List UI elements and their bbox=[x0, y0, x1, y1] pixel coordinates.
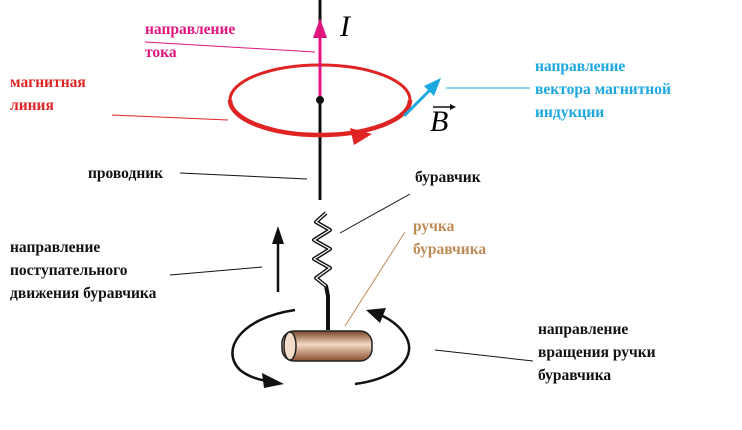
label-magnetic-line: магнитная линия bbox=[10, 71, 86, 117]
current-arrowhead bbox=[313, 18, 327, 38]
gimlet-leader-line bbox=[339, 193, 411, 234]
label-line: буравчика bbox=[413, 241, 487, 258]
label-conductor: проводник bbox=[88, 165, 164, 182]
magnetic-field-line-front bbox=[227, 99, 413, 138]
label-gimlet-handle: ручка буравчика bbox=[413, 215, 486, 261]
label-translation-direction: направление поступательного движения бур… bbox=[10, 236, 156, 305]
label-line: направление bbox=[535, 58, 626, 75]
label-line: направление bbox=[145, 21, 236, 38]
label-rotation-direction: направление вращения ручки буравчика bbox=[538, 318, 656, 387]
label-line: линия bbox=[10, 97, 54, 114]
conductor-leader-line bbox=[179, 172, 308, 180]
wire-point bbox=[316, 96, 324, 104]
label-line: тока bbox=[145, 44, 177, 61]
induction-vector-arrowhead bbox=[424, 78, 441, 96]
translation-leader-line bbox=[169, 266, 263, 276]
translation-arrowhead bbox=[272, 226, 284, 244]
label-line: индукции bbox=[535, 104, 605, 121]
gimlet-handle bbox=[281, 330, 373, 362]
gimlet-spiral bbox=[312, 211, 332, 330]
label-line: вращения ручки bbox=[538, 344, 656, 361]
label-line: магнитная bbox=[10, 74, 86, 91]
label-induction-direction: направление вектора магнитной индукции bbox=[535, 55, 671, 124]
rotation-leader-line bbox=[434, 349, 534, 362]
rotation-arrow-left bbox=[231, 308, 296, 384]
label-line: направление bbox=[538, 321, 629, 338]
label-line: поступательного bbox=[10, 262, 128, 279]
induction-symbol: B bbox=[430, 105, 449, 138]
label-current-direction: направление тока bbox=[145, 18, 235, 64]
induction-symbol-arrowhead bbox=[450, 104, 456, 110]
rotation-arrow-right bbox=[354, 312, 411, 386]
rotation-arrowhead-right bbox=[366, 308, 386, 323]
current-leader-line bbox=[144, 41, 316, 53]
label-line: направление bbox=[10, 239, 101, 256]
induction-vector-arrow bbox=[402, 86, 434, 118]
field-line-arrowhead bbox=[350, 128, 372, 145]
label-line: ручка bbox=[413, 218, 455, 235]
label-gimlet: буравчик bbox=[415, 169, 481, 186]
handle-leader-line bbox=[344, 231, 406, 327]
field-line-leader-line bbox=[111, 114, 229, 121]
label-line: буравчика bbox=[538, 367, 612, 384]
rotation-arrowhead-left bbox=[262, 373, 284, 388]
current-symbol: I bbox=[340, 10, 350, 43]
label-line: вектора магнитной bbox=[535, 81, 671, 98]
label-line: движения буравчика bbox=[10, 285, 157, 302]
